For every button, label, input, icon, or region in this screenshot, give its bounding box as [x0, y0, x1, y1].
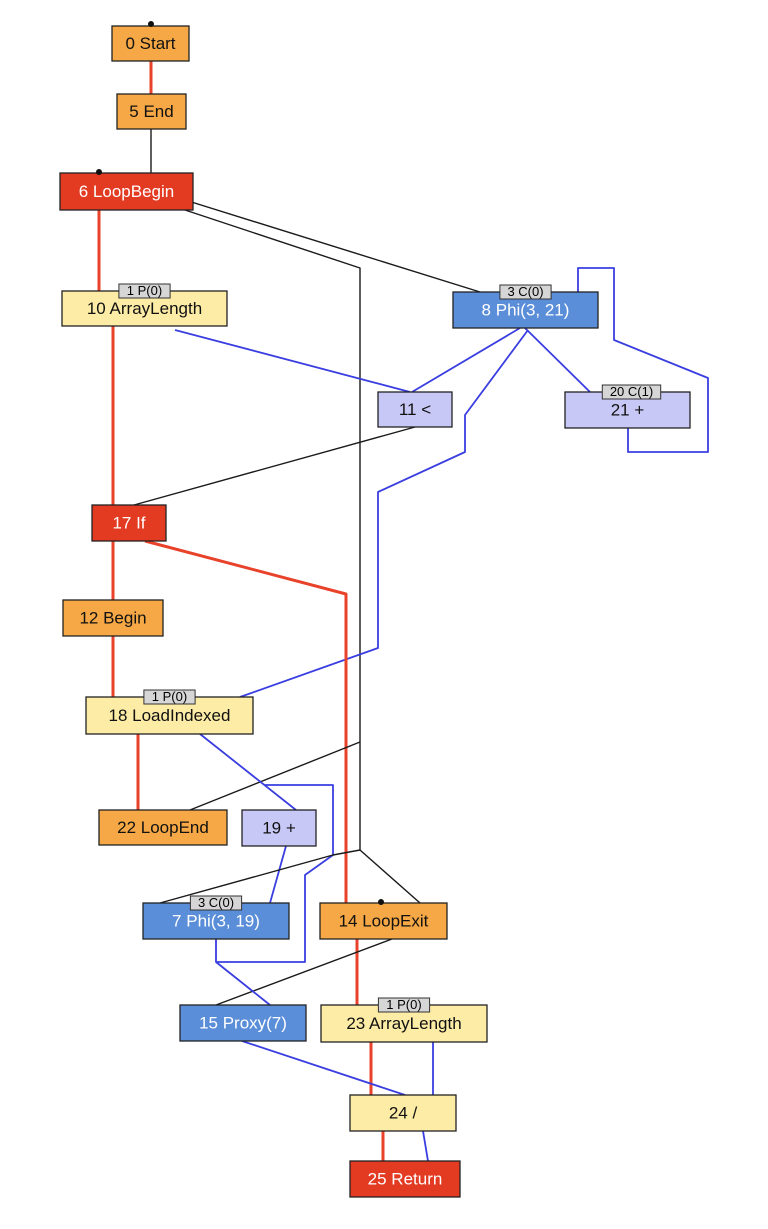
node-box [179, 1004, 307, 1042]
node-n11[interactable]: 11 < [377, 391, 453, 428]
node-box [98, 809, 228, 846]
node-box [111, 25, 190, 62]
node-badge-label: 20 C(1) [610, 384, 653, 399]
node-label: 12 Begin [79, 608, 146, 627]
node-label: 15 Proxy(7) [199, 1013, 287, 1032]
node-badge [499, 284, 552, 300]
node-box [116, 93, 187, 130]
node-badge-label: 3 C(0) [507, 284, 543, 299]
dependency-edge-3 [184, 209, 361, 850]
graph-edges [97, 61, 709, 1162]
data-edge-19 [269, 845, 287, 904]
dependency-edge-4 [184, 199, 481, 293]
node-n23[interactable]: 23 ArrayLength 1 P(0) [320, 997, 488, 1043]
node-box [241, 809, 317, 847]
data-edge-29 [422, 1130, 429, 1162]
dependency-edge-16 [189, 741, 361, 811]
node-n21[interactable]: 21 +20 C(1) [564, 384, 691, 429]
port-dot-0 [148, 21, 154, 27]
node-label: 18 LoadIndexed [109, 706, 231, 725]
node-label: 22 LoopEnd [117, 818, 209, 837]
data-edge-26 [241, 1040, 406, 1096]
data-edge-10 [577, 267, 709, 453]
node-n24[interactable]: 24 / [349, 1094, 457, 1132]
node-label: 8 Phi(3, 21) [482, 300, 570, 319]
node-n14[interactable]: 14 LoopExit [319, 902, 448, 940]
node-label: 5 End [129, 102, 173, 121]
node-badge-label: 1 P(0) [386, 997, 421, 1012]
port-dot-2 [378, 899, 384, 905]
node-label: 24 / [389, 1103, 418, 1122]
node-label: 10 ArrayLength [87, 299, 202, 318]
node-badge [377, 997, 431, 1013]
node-label: 17 If [112, 513, 145, 532]
node-n15[interactable]: 15 Proxy(7) [179, 1004, 307, 1042]
dependency-edge-11 [133, 426, 416, 506]
node-label: 0 Start [125, 34, 175, 53]
node-label: 21 + [611, 400, 645, 419]
node-badge [118, 283, 171, 299]
data-edge-8 [524, 327, 591, 393]
node-n8[interactable]: 8 Phi(3, 21)3 C(0) [452, 284, 599, 329]
node-n19[interactable]: 19 + [241, 809, 317, 847]
control-edge-13 [144, 539, 348, 903]
node-box [59, 172, 194, 211]
node-badge [601, 384, 662, 400]
node-label: 7 Phi(3, 19) [172, 911, 260, 930]
node-label: 19 + [262, 818, 296, 837]
data-edge-9 [239, 329, 529, 698]
node-box [91, 504, 167, 542]
node-badge-label: 1 P(0) [152, 689, 187, 704]
port-dot-1 [96, 169, 102, 175]
node-label: 6 LoopBegin [79, 182, 174, 201]
node-label: 11 < [399, 400, 431, 419]
node-label: 23 ArrayLength [346, 1014, 461, 1033]
node-label: 25 Return [368, 1169, 443, 1188]
dependency-edge-23 [215, 938, 393, 1006]
node-badge [143, 689, 196, 705]
node-n25[interactable]: 25 Return [349, 1160, 461, 1198]
dependency-edge-20 [159, 849, 361, 904]
data-edge-17 [199, 733, 297, 811]
node-badge-label: 1 P(0) [127, 283, 162, 298]
node-n7[interactable]: 7 Phi(3, 19)3 C(0) [142, 895, 290, 940]
data-edge-6 [174, 329, 411, 393]
node-box [349, 1094, 457, 1132]
data-edge-7 [411, 327, 521, 393]
node-badge [189, 895, 243, 911]
node-n12[interactable]: 12 Begin [62, 599, 164, 637]
node-n5[interactable]: 5 End [116, 93, 187, 130]
node-n22[interactable]: 22 LoopEnd [98, 809, 228, 846]
node-label: 14 LoopExit [339, 911, 429, 930]
node-box [62, 599, 164, 637]
node-n18[interactable]: 18 LoadIndexed 1 P(0) [85, 689, 254, 735]
node-box [377, 391, 453, 428]
node-box [349, 1160, 461, 1198]
node-n0[interactable]: 0 Start [111, 25, 190, 62]
data-edge-24 [215, 961, 271, 1006]
node-badge-label: 3 C(0) [198, 895, 234, 910]
node-n6[interactable]: 6 LoopBegin [59, 172, 194, 211]
dependency-edge-21 [359, 849, 421, 904]
node-n17[interactable]: 17 If [91, 504, 167, 542]
